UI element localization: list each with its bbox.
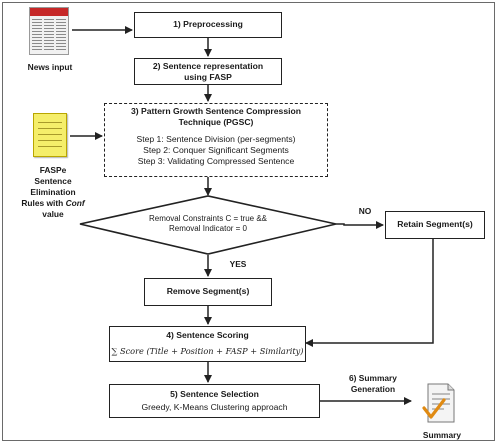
pgsc-step-2: Step 2: Conquer Significant Segments <box>143 145 289 155</box>
summary-generation-line-2: Generation <box>350 384 396 394</box>
yes-branch-label: YES <box>229 259 247 269</box>
decision-line-2: Removal Indicator = 0 <box>168 224 248 233</box>
arrow-retain-to-scoring <box>305 239 434 347</box>
remove-segment-label: Remove Segment(s) <box>166 286 250 296</box>
rules-label-line-2: Sentence <box>34 176 72 186</box>
pgsc-step-1: Step 1: Sentence Division (per-segments) <box>136 134 296 144</box>
rules-label-with: Rules with <box>21 198 64 208</box>
preprocessing-box: 1) Preprocessing <box>134 12 282 38</box>
arrow-decision-no-to-retain <box>336 221 384 229</box>
remove-segment-box: Remove Segment(s) <box>144 278 272 306</box>
rules-label-line-3: Elimination <box>30 187 76 197</box>
summary-document-icon <box>422 383 455 423</box>
sentence-representation-line-1: 2) Sentence representation <box>152 61 264 71</box>
rules-label-line-5: value <box>42 209 64 219</box>
decision-diamond <box>79 195 337 255</box>
sentence-representation-box: 2) Sentence representation using FASP <box>134 58 282 85</box>
retain-segment-box: Retain Segment(s) <box>385 211 485 239</box>
sentence-scoring-box: 4) Sentence Scoring ∑ Score (Title + Pos… <box>109 326 306 362</box>
newspaper-icon <box>29 7 69 55</box>
decision-line-1: Removal Constraints C = true && <box>148 214 268 223</box>
rules-label-conf: Conf <box>65 198 85 208</box>
pgsc-title-line-1: 3) Pattern Growth Sentence Compression <box>131 106 301 116</box>
pgsc-box: 3) Pattern Growth Sentence Compression T… <box>104 103 328 177</box>
rules-label: FASPe Sentence Elimination Rules with Co… <box>14 165 92 220</box>
rules-label-line-4: Rules with Conf <box>14 198 92 209</box>
scoring-formula: ∑ Score (Title + Position + FASP + Simil… <box>111 346 304 356</box>
summary-generation-line-1: 6) Summary <box>349 373 397 383</box>
no-branch-label: NO <box>358 206 372 216</box>
rules-label-line-1: FASPe <box>39 165 67 175</box>
diagram-frame <box>2 2 495 441</box>
summary-generation-label: 6) Summary Generation <box>336 373 410 395</box>
sentence-selection-desc: Greedy, K-Means Clustering approach <box>141 402 288 412</box>
news-input-label: News input <box>27 62 73 72</box>
preprocessing-label: 1) Preprocessing <box>173 19 243 29</box>
retain-segment-label: Retain Segment(s) <box>397 219 473 229</box>
summary-label: Summary <box>422 430 462 440</box>
sentence-scoring-title: 4) Sentence Scoring <box>166 330 249 340</box>
pgsc-title-line-2: Technique (PGSC) <box>178 117 254 127</box>
decision-text: Removal Constraints C = true && Removal … <box>128 214 288 234</box>
sentence-selection-box: 5) Sentence Selection Greedy, K-Means Cl… <box>109 384 320 418</box>
rules-document-icon <box>33 113 67 157</box>
pgsc-step-3: Step 3: Validating Compressed Sentence <box>137 156 295 166</box>
sentence-selection-title: 5) Sentence Selection <box>170 389 259 399</box>
sentence-representation-line-2: using FASP <box>184 72 232 82</box>
